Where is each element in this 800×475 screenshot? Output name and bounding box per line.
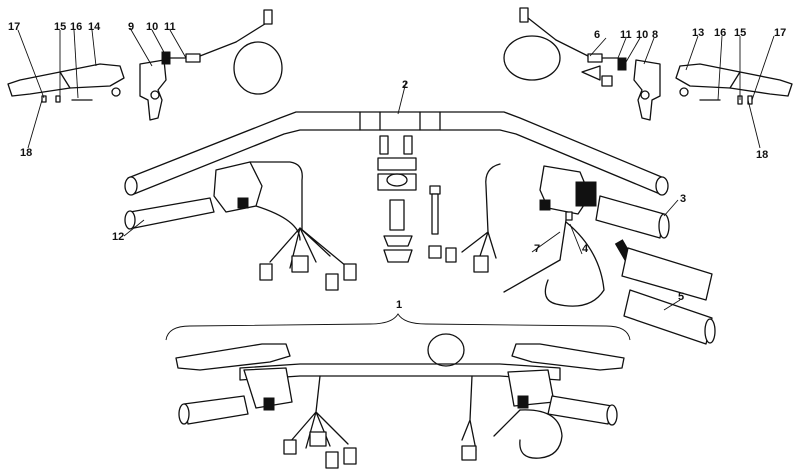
left-clutch-lever [7,63,125,97]
callout-6: 6 [594,29,600,41]
callout-16-left: 16 [70,21,82,33]
long-bolt [431,193,439,235]
left-lever-nut [41,95,47,103]
callout-14: 14 [88,21,101,33]
handlebar [124,111,669,196]
left-washer [55,95,61,103]
assembled-handlebar [165,313,631,469]
clamp-spacer [389,199,405,231]
assembled-right-switch [507,369,555,407]
right-brake-lever [675,63,793,97]
callout-18-right: 18 [756,149,768,161]
callout-10-right: 10 [636,29,648,41]
callout-10-left: 10 [146,21,158,33]
callout-4: 4 [582,243,589,255]
callout-9: 9 [128,21,134,33]
upper-clamp [377,157,417,171]
lever-pivot-hole [111,87,121,97]
right-lever-bracket [633,59,661,121]
left-cable-end [263,9,273,25]
assembly-bracket [165,313,631,341]
left-grip [129,197,215,229]
callout-15-left: 15 [54,21,66,33]
callout-3: 3 [680,193,686,205]
throttle-grip [595,195,665,239]
callout-labels: 17 15 16 14 9 10 11 18 2 6 11 10 8 13 16… [8,21,786,311]
callout-5: 5 [678,291,684,303]
callout-13: 13 [692,27,704,39]
assembled-right-lever [511,343,625,371]
assembled-right-grip [547,395,613,425]
callout-7: 7 [534,243,540,255]
callout-8: 8 [652,29,658,41]
callout-1: 1 [396,299,402,311]
lower-clamp [377,173,417,191]
right-switch-exploded [445,163,716,345]
spare-grip [623,289,713,345]
callout-2: 2 [402,79,408,91]
callout-11-left: 11 [164,21,176,33]
right-adjuster-spring [617,57,627,71]
callout-18-left: 18 [20,147,32,159]
center-clamp-stack [377,135,442,263]
left-switch-button [237,197,249,209]
assembled-left-switch [243,367,293,409]
right-cable-coil [503,35,561,81]
left-lever-assembly [7,9,283,121]
callout-11-right: 11 [620,29,632,41]
assembled-left-lever [175,343,291,371]
clamp-bolt [379,135,389,155]
callout-leaders [17,27,775,311]
left-switch-exploded [124,161,357,291]
callout-15-right: 15 [734,27,746,39]
left-cable-coil [233,41,283,95]
left-lever-bracket [139,59,167,121]
callout-17-right: 17 [774,27,786,39]
callout-17-left: 17 [8,21,20,33]
callout-12: 12 [112,231,124,243]
assembled-left-grip [183,395,249,425]
grip-sleeve [621,247,713,301]
throttle-spring [575,181,597,207]
callout-16-right: 16 [714,27,726,39]
right-adjuster-cone [581,65,601,81]
